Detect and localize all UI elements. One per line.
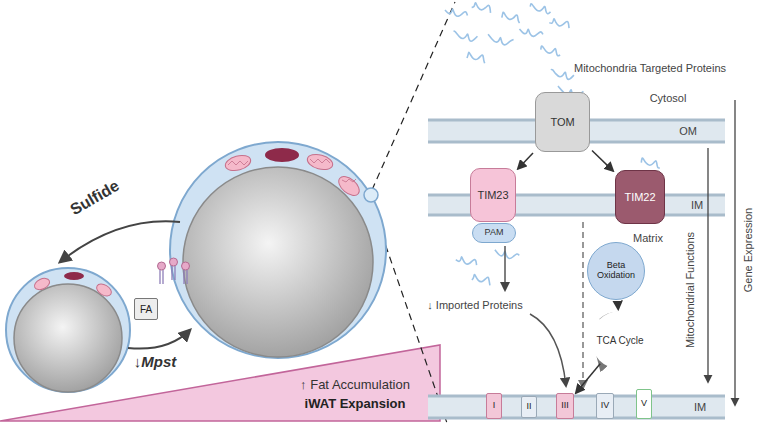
text-label: Cytosol [650, 92, 687, 105]
protein-chain [445, 9, 467, 16]
protein-chain [549, 19, 569, 28]
node-label: TOM [550, 116, 574, 128]
text-label: ↓Mpst [134, 353, 177, 370]
node-label: PAM [485, 228, 504, 238]
pam-motor: PAM [472, 223, 516, 243]
complex-box: I [486, 393, 502, 419]
protein-chain [472, 275, 490, 286]
large-adipocyte [170, 142, 386, 358]
tim22-complex: TIM22 [615, 170, 665, 224]
protein-chain [456, 257, 477, 265]
node-label: II [526, 402, 531, 412]
node-label: III [561, 401, 569, 411]
text-label: iWAT Expansion [305, 397, 406, 412]
protein-chain [541, 46, 560, 56]
complex-box: IV [596, 393, 614, 419]
protein-chain [488, 34, 513, 45]
text-label: Sulfide [67, 177, 122, 220]
connector-arrow [518, 153, 533, 169]
text-label: IM [694, 401, 706, 414]
node-label: TCA Cycle [596, 335, 643, 346]
growth-arrow [128, 330, 190, 349]
protein-chain [502, 12, 520, 23]
inner-membrane-bottom [428, 396, 725, 418]
lipid-icons [158, 258, 190, 284]
protein-chain [530, 4, 550, 14]
tca-cycle: TCA Cycle [591, 311, 649, 369]
protein-chain [641, 158, 659, 168]
import-arrow [530, 314, 566, 386]
connector-arrow [576, 364, 600, 393]
node-label: V [641, 399, 647, 409]
tom-complex: TOM [535, 92, 590, 152]
protein-chain [467, 52, 485, 63]
text-label: OM [679, 125, 697, 138]
text-label: Mitochondrial Functions [684, 232, 697, 348]
node-label: Beta Oxidation [588, 261, 644, 281]
node-label: I [493, 401, 496, 411]
protein-chains [445, 3, 660, 286]
dashed-arrow [582, 222, 584, 388]
complex-box: II [521, 396, 537, 418]
sulfide-arrow [60, 221, 180, 262]
beta-oxidation-circle: Beta Oxidation [587, 242, 645, 300]
small-adipocyte [6, 268, 130, 392]
protein-chain [453, 31, 477, 41]
node-label: IV [601, 401, 610, 411]
text-label: Matrix [633, 232, 663, 245]
function-arrow [707, 148, 708, 382]
text-label: ↑ Fat Accumulation [300, 378, 410, 393]
fa-box: FA [134, 298, 158, 320]
text-label: Mitochondria Targeted Proteins [574, 62, 726, 75]
protein-chain [495, 250, 519, 259]
protein-chain [472, 3, 491, 13]
text-label: Gene Expression [742, 208, 755, 292]
expression-arrow [734, 100, 735, 405]
text-label: ↓ Imported Proteins [427, 299, 522, 312]
connector-arrow [617, 302, 619, 309]
node-label: FA [140, 304, 152, 315]
node-label: TIM22 [624, 191, 655, 203]
protein-chain [519, 29, 542, 37]
complex-box: III [556, 393, 574, 419]
zoom-line [372, 2, 455, 190]
protein-chain [551, 69, 574, 79]
text-label: IM [691, 199, 703, 212]
tim23-complex: TIM23 [470, 168, 516, 222]
import-arrow [504, 246, 506, 290]
connector-arrow [592, 151, 613, 171]
node-label: TIM23 [477, 189, 508, 201]
complex-box: V [636, 389, 652, 419]
